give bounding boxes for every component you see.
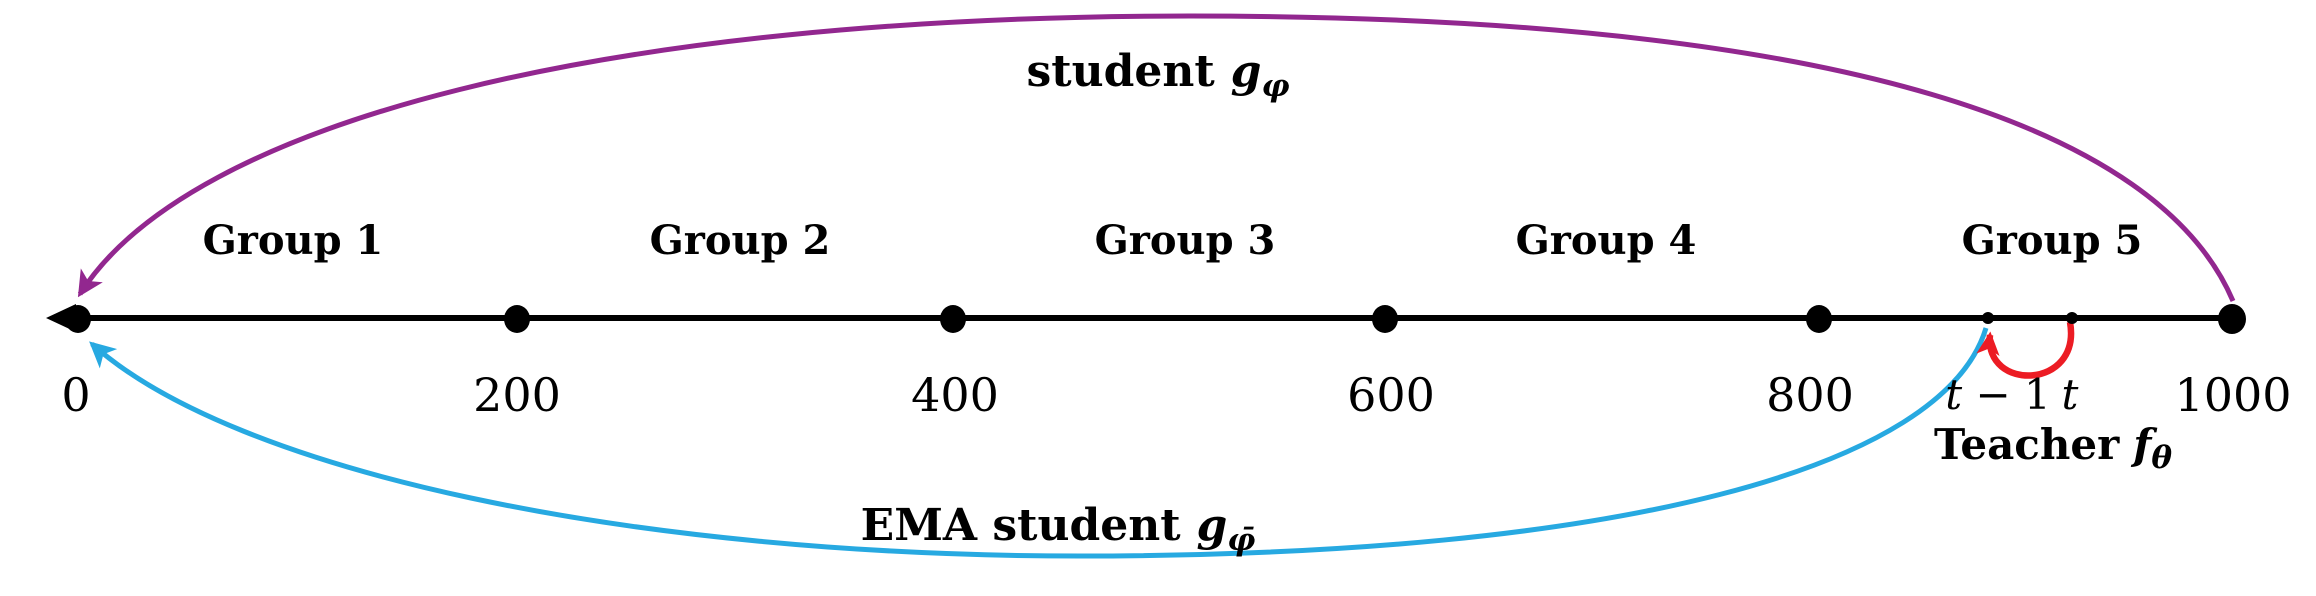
ema-student-arc-label: EMA student gφ̄ — [861, 500, 1256, 558]
group-2-label: Group 2 — [650, 217, 831, 264]
teacher-arc — [1976, 321, 2075, 379]
student-arc-subscript: φ — [1261, 68, 1289, 104]
group-3-label: Group 3 — [1095, 217, 1276, 264]
tick-label-800: 800 — [1766, 368, 1854, 422]
group-1-label: Group 1 — [203, 217, 384, 264]
group-5-label: Group 5 — [1962, 217, 2143, 264]
axis-dot-200 — [504, 305, 530, 333]
axis-dot-800 — [1806, 305, 1832, 333]
tick-label-t: t — [2062, 370, 2079, 419]
axis-dot-t — [2066, 312, 2078, 324]
axis-dot-400 — [940, 305, 966, 333]
t-symbol: t — [2062, 370, 2079, 419]
student-arc-symbol: g — [1231, 46, 1262, 97]
t-minus-1-rest: − 1 — [1962, 370, 2051, 419]
tick-label-400: 400 — [911, 368, 999, 422]
tick-label-200: 200 — [473, 368, 561, 422]
teacher-arc-label-text: Teacher — [1934, 420, 2120, 469]
ema-student-arc — [89, 327, 1989, 559]
group-4-label: Group 4 — [1516, 217, 1697, 264]
student-arc — [77, 13, 2236, 302]
axis-dot-0 — [65, 305, 91, 333]
student-arc-label: student gφ — [1027, 46, 1290, 104]
t-minus-1-symbol: t — [1945, 370, 1962, 419]
ema-student-arc-label-text: EMA student — [861, 500, 1182, 551]
ema-student-arc-subscript: φ̄ — [1227, 522, 1255, 558]
tick-label-1000: 1000 — [2174, 368, 2291, 422]
axis-dot-1000 — [2218, 304, 2246, 334]
axis-dot-t-minus-1 — [1982, 312, 1994, 324]
tick-label-t-minus-1: t − 1 — [1945, 370, 2051, 419]
teacher-arc-subscript: θ — [2151, 440, 2172, 476]
ema-student-arc-symbol: g — [1197, 500, 1228, 551]
axis-dot-600 — [1372, 305, 1398, 333]
student-arc-label-text: student — [1027, 46, 1216, 97]
tick-label-600: 600 — [1347, 368, 1435, 422]
tick-label-0: 0 — [61, 368, 90, 422]
